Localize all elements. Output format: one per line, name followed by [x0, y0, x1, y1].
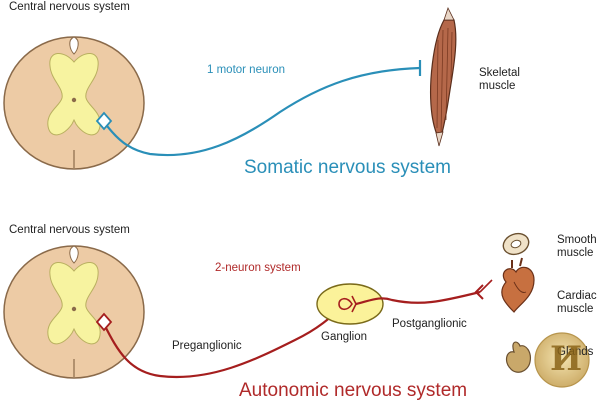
watermark-logo [534, 332, 590, 388]
smooth-muscle-label: Smooth muscle [557, 234, 597, 260]
gland-icon [505, 341, 531, 373]
two-neuron-label: 2-neuron system [215, 262, 301, 274]
autonomic-system-title: Autonomic nervous system [239, 380, 468, 401]
preganglionic-label: Preganglionic [172, 340, 242, 352]
cardiac-muscle-label: Cardiac muscle [557, 290, 597, 316]
somatic-system-title: Somatic nervous system [244, 157, 451, 178]
smooth-muscle-cell [502, 232, 530, 256]
preganglionic-neuron-path [95, 303, 346, 379]
spinal-cord-cross-section-top [3, 36, 145, 170]
glands-label: Glands [557, 346, 594, 358]
motor-neuron-path [95, 60, 422, 157]
skeletal-muscle [430, 6, 457, 147]
postganglionic-label: Postganglionic [392, 318, 467, 330]
heart-icon [501, 257, 535, 313]
ganglion [316, 283, 384, 325]
postganglionic-neuron-path [355, 279, 493, 306]
watermark-glyph: И [550, 339, 583, 379]
ganglion-label: Ganglion [321, 331, 368, 343]
cns-label-bottom: Central nervous system [9, 224, 130, 236]
skeletal-muscle-label: Skeletal muscle [479, 67, 520, 93]
motor-neuron-label: 1 motor neuron [207, 64, 285, 76]
cns-label-top: Central nervous system [9, 1, 130, 13]
spinal-cord-cross-section-bottom [3, 245, 145, 379]
